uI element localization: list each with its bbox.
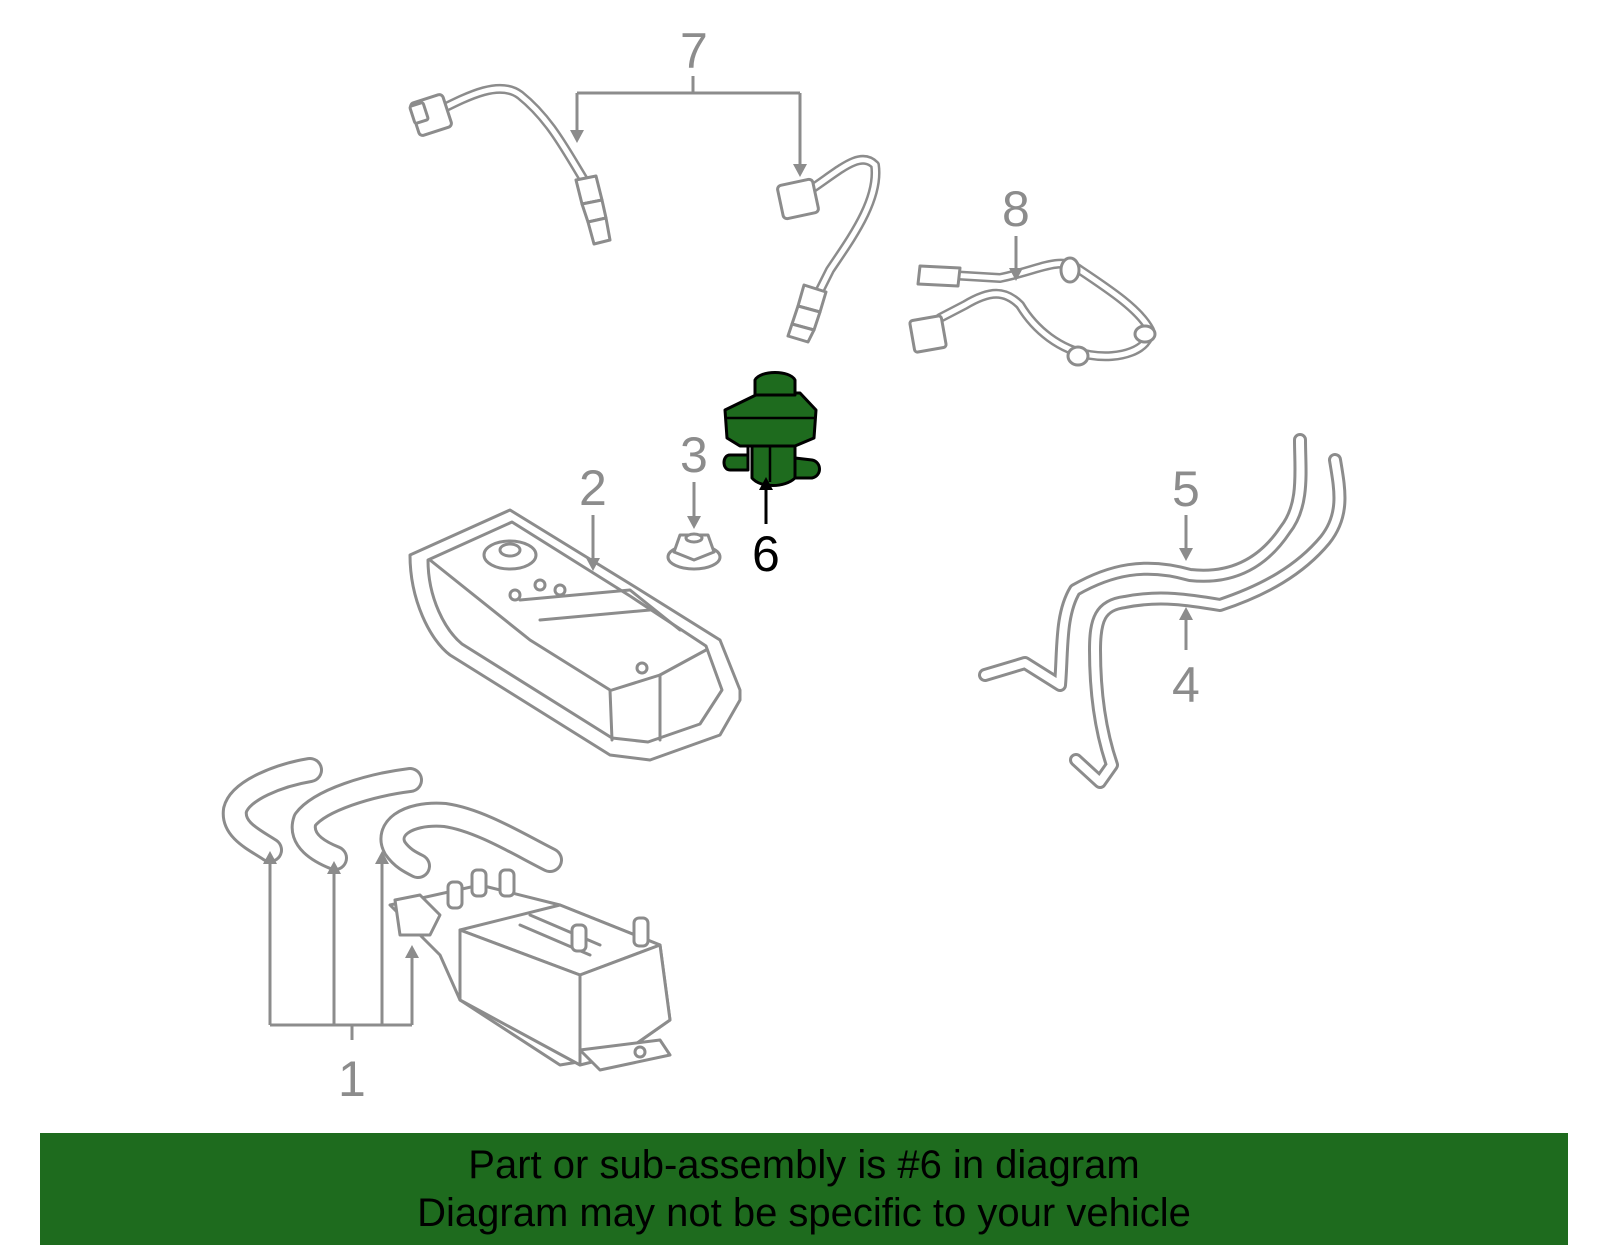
part-1-charcoal-canister[interactable] <box>221 757 672 1072</box>
part-5-tube[interactable] <box>978 433 1308 692</box>
callout-1: 1 <box>338 1051 366 1107</box>
callout-2: 2 <box>579 460 607 516</box>
part-6-purge-valve[interactable] <box>722 371 821 487</box>
leader-7 <box>570 76 807 177</box>
leader-6 <box>759 477 773 524</box>
leader-4 <box>1179 607 1193 650</box>
part-3-nut[interactable] <box>666 532 722 571</box>
leader-3 <box>687 482 701 529</box>
callout-4: 4 <box>1172 657 1200 713</box>
leader-1 <box>263 851 419 1040</box>
callout-6: 6 <box>752 526 780 582</box>
callout-7: 7 <box>680 23 708 79</box>
part-2-canister-cover[interactable] <box>408 508 742 762</box>
banner-line-2: Diagram may not be specific to your vehi… <box>417 1191 1191 1235</box>
callout-3: 3 <box>680 427 708 483</box>
callout-5: 5 <box>1172 461 1200 517</box>
part-8-oxygen-sensor[interactable] <box>908 256 1157 367</box>
part-7-oxygen-sensors[interactable] <box>408 83 881 344</box>
leader-5 <box>1179 515 1193 561</box>
leader-2 <box>586 515 600 571</box>
callout-8: 8 <box>1002 181 1030 237</box>
leader-8 <box>1009 236 1023 281</box>
part-4-tube[interactable] <box>1069 453 1347 789</box>
info-banner: Part or sub-assembly is #6 in diagram Di… <box>40 1133 1568 1245</box>
banner-line-1: Part or sub-assembly is #6 in diagram <box>468 1143 1140 1187</box>
